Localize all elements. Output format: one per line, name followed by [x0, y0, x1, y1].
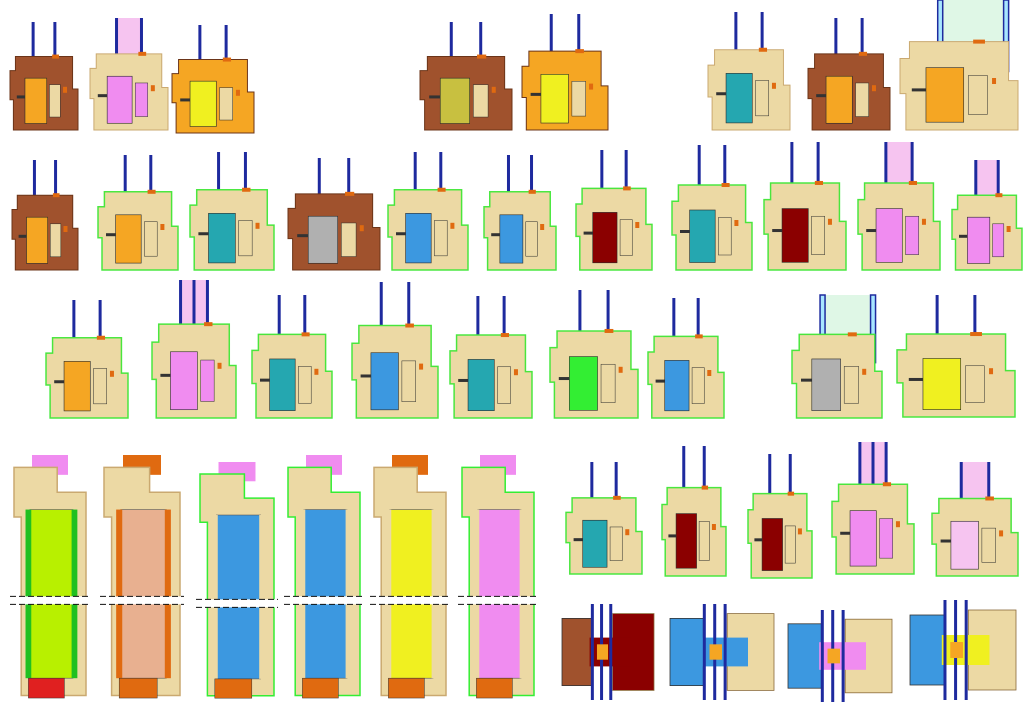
row-1-profile-4 — [419, 22, 513, 131]
row-2-profile-7 — [575, 150, 653, 271]
row-4-windows-profile-2 — [661, 446, 727, 577]
door-profile-6 — [458, 455, 538, 699]
row-1-profile-5 — [521, 14, 609, 131]
row-3-profile-6 — [549, 290, 639, 419]
row-1-profile-3 — [171, 25, 255, 134]
row-2-profile-10 — [857, 142, 941, 271]
row-3-profile-1 — [45, 300, 129, 419]
door-profile-2 — [100, 455, 184, 699]
facade-profile-4 — [909, 600, 1017, 700]
row-2-profile-4 — [287, 158, 381, 271]
row-1-profile-2 — [89, 18, 169, 131]
row-4-windows-profile-4 — [831, 442, 915, 575]
row-4-windows-profile-1 — [565, 462, 643, 575]
door-profile-3 — [196, 462, 278, 699]
row-3-profile-7 — [647, 298, 725, 419]
row-1-profile-1 — [9, 22, 79, 131]
row-3-profile-3 — [251, 295, 333, 419]
row-3-profile-5 — [449, 296, 533, 419]
row-2-profile-5 — [387, 152, 469, 271]
row-1-profile-6 — [707, 12, 791, 131]
row-2-profile-3 — [189, 152, 275, 271]
row-3-profile-2 — [151, 280, 237, 419]
facade-profile-3 — [787, 610, 893, 702]
row-1-profile-7 — [807, 18, 891, 131]
row-2-profile-6 — [483, 155, 557, 271]
row-2-profile-1 — [11, 160, 79, 271]
row-4-windows-profile-5 — [931, 462, 1019, 577]
door-profile-1 — [10, 455, 90, 699]
door-profile-4 — [284, 455, 364, 699]
row-2-profile-11 — [951, 160, 1023, 271]
row-2-profile-2 — [97, 155, 179, 271]
row-2-profile-8 — [671, 145, 753, 271]
row-4-windows-profile-3 — [747, 454, 813, 579]
row-3-profile-4 — [351, 282, 439, 419]
row-3-profile-9 — [896, 295, 1016, 418]
door-profile-5 — [370, 455, 450, 699]
row-1-profile-8 — [899, 0, 1019, 131]
row-3-profile-8 — [791, 294, 883, 419]
row-2-profile-9 — [763, 142, 847, 271]
facade-profile-1 — [561, 604, 655, 700]
facade-profile-2 — [669, 604, 775, 700]
